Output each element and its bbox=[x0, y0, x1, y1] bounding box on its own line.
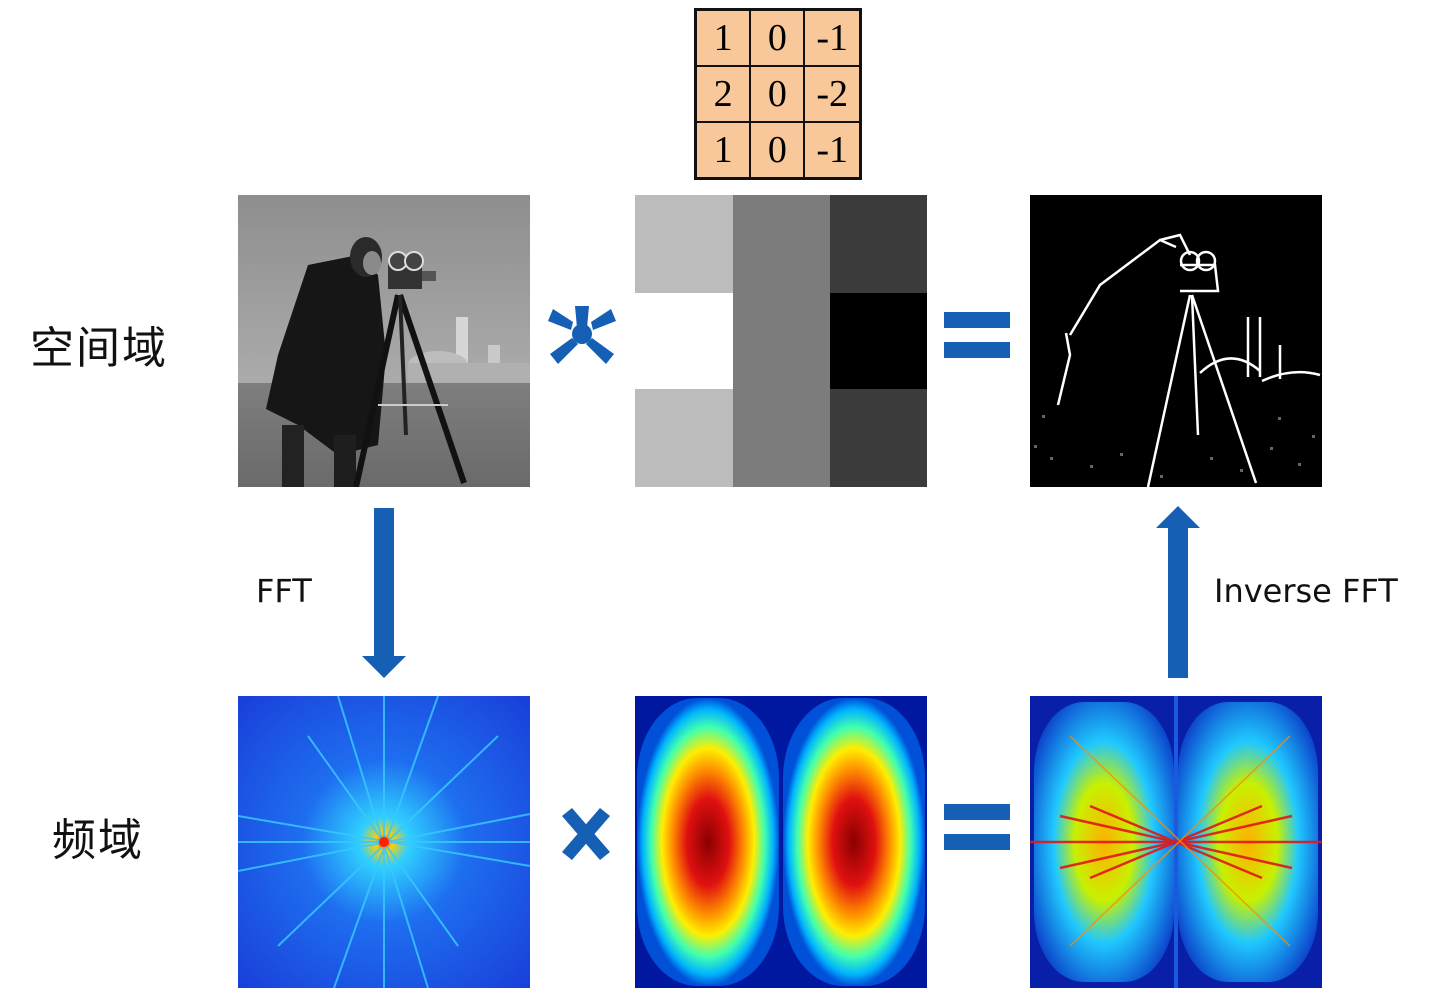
sobel-kernel-table: 1 0 -1 2 0 -2 1 0 -1 bbox=[694, 8, 862, 180]
spatial-domain-label: 空间域 bbox=[30, 323, 168, 374]
edge-result-image bbox=[1030, 195, 1322, 487]
equals-operator-bottom bbox=[944, 804, 1010, 854]
kernel-cell: 2 bbox=[694, 65, 752, 123]
multiplication-operator bbox=[562, 808, 610, 864]
cameraman-image bbox=[238, 195, 530, 487]
inverse-fft-arrow-up-icon bbox=[1156, 506, 1200, 682]
convolution-operator bbox=[548, 306, 616, 370]
kernel-row: 2 0 -2 bbox=[694, 65, 862, 123]
kernel-cell: 1 bbox=[694, 121, 752, 180]
fft-label: FFT bbox=[256, 572, 312, 610]
frequency-domain-label: 频域 bbox=[52, 815, 144, 866]
kernel-cell: 0 bbox=[749, 8, 806, 67]
kernel-cell: -2 bbox=[803, 65, 862, 123]
kernel-row: 1 0 -1 bbox=[694, 121, 862, 180]
kernel-cell: 0 bbox=[749, 121, 806, 180]
product-spectrum bbox=[1030, 696, 1322, 988]
image-spectrum bbox=[238, 696, 530, 988]
kernel-row: 1 0 -1 bbox=[694, 8, 862, 67]
equals-operator-top bbox=[944, 312, 1010, 362]
inverse-fft-label: Inverse FFT bbox=[1214, 572, 1398, 610]
fft-arrow-down-icon bbox=[362, 508, 406, 682]
kernel-cell: 0 bbox=[749, 65, 806, 123]
kernel-cell: -1 bbox=[803, 8, 862, 67]
kernel-grayscale-image bbox=[635, 195, 927, 487]
kernel-cell: 1 bbox=[694, 8, 752, 67]
kernel-frequency-response bbox=[635, 696, 927, 988]
kernel-cell: -1 bbox=[803, 121, 862, 180]
